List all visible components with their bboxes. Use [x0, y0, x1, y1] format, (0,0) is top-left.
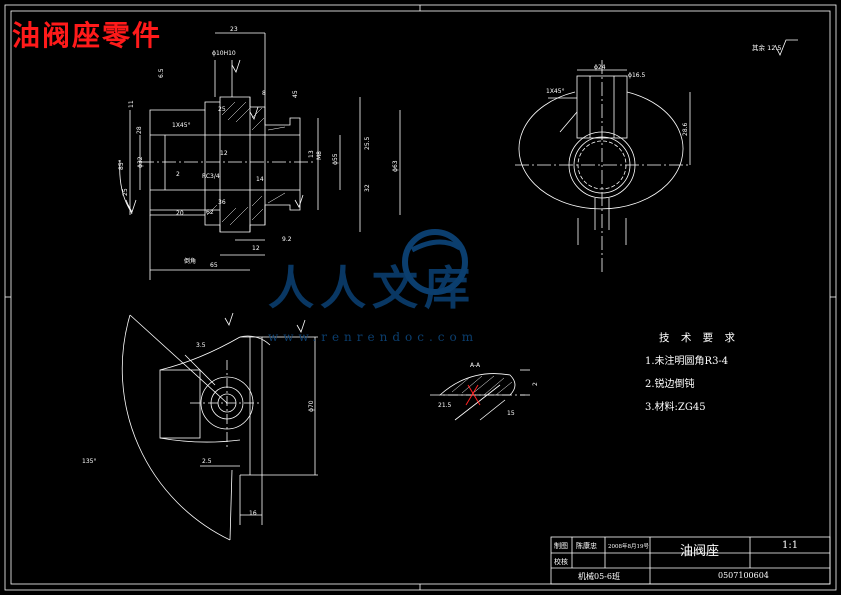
bottom-left-view — [121, 314, 318, 541]
dimension-label: ϕ24 — [594, 64, 606, 71]
dimension-label: ϕ10H10 — [212, 50, 236, 57]
dimension-label: 14 — [256, 176, 264, 183]
dimension-label: 28.6 — [682, 122, 689, 136]
dimension-label: 16 — [249, 510, 257, 517]
front-section-view — [119, 32, 401, 280]
dimension-label: ϕ16.5 — [628, 72, 646, 79]
dimension-label: 65 — [210, 262, 218, 269]
dimension-label: RC3/4 — [202, 173, 220, 180]
dimension-label: 20 — [176, 210, 184, 217]
dimension-label: 25 — [218, 106, 226, 113]
dimension-label: 11 — [128, 100, 135, 108]
title-block-frame — [550, 536, 831, 585]
side-view — [515, 60, 691, 272]
dimension-label: 6.5 — [158, 68, 165, 78]
dimension-label: 25.5 — [364, 136, 371, 150]
dimension-label: 3.5 — [196, 342, 206, 349]
dimension-label: ϕ32 — [137, 156, 144, 168]
drawing-border — [10, 10, 831, 585]
dimension-label: 135° — [82, 458, 97, 465]
watermark-text: 人人文库 — [268, 261, 476, 315]
dimension-label: 45 — [292, 90, 299, 98]
dimension-label: ϕ70 — [308, 400, 315, 412]
section-marker — [465, 384, 481, 406]
dimension-label: 2.5 — [202, 458, 212, 465]
requirement-item: 1.未注明圆角R3-4 — [645, 356, 729, 367]
class-name: 机械05-6班 — [578, 572, 620, 581]
technical-requirements-heading: 技 术 要 求 — [659, 332, 740, 344]
dimension-label: 12 — [220, 150, 228, 157]
dimension-label: 36 — [218, 199, 226, 206]
dimension-label: 2 — [176, 171, 180, 178]
dimension-label: 9.2 — [282, 236, 292, 243]
dimension-label: 28 — [136, 126, 143, 134]
general-roughness-note: 其余 12.5 — [752, 44, 782, 52]
dimension-label: 13 — [308, 150, 315, 158]
dimension-label: 1X45° — [172, 122, 191, 129]
section-a-a — [430, 369, 530, 421]
dimension-label: 15 — [507, 410, 515, 417]
drawing-number: 0507100604 — [718, 571, 769, 580]
page-title: 油阀座零件 — [12, 19, 163, 52]
dimension-label: ϕ63 — [392, 160, 399, 172]
dimension-label: 1X45° — [546, 88, 565, 95]
checked-label: 校核 — [554, 558, 568, 566]
dimension-label: 32 — [364, 184, 371, 192]
watermark-url: www.renrendoc.com — [268, 330, 479, 344]
dimension-label: M8 — [316, 151, 323, 160]
drawing-date: 2008年8月19号 — [608, 544, 649, 550]
drawing-scale: 1:1 — [782, 540, 799, 551]
dimension-label: 8 — [262, 90, 266, 97]
dimension-label: 12 — [252, 245, 260, 252]
part-name: 油阀座 — [680, 544, 720, 559]
dimension-label: 25 — [122, 188, 129, 196]
roughness-symbols — [127, 39, 798, 333]
watermark-logo — [402, 229, 468, 295]
drawn-label: 制图 — [554, 542, 568, 550]
dimension-label: 62 — [206, 209, 214, 216]
section-label: A-A — [470, 362, 481, 369]
dimension-label: ϕ55 — [332, 153, 339, 165]
dimension-label: 2 — [532, 382, 539, 386]
dimension-label: 倒角 — [184, 258, 197, 265]
requirement-item: 2.锐边倒钝 — [645, 379, 695, 390]
requirement-item: 3.材料:ZG45 — [645, 402, 706, 413]
technical-requirements: 技 术 要 求 1.未注明圆角R3-4 2.锐边倒钝 3.材料:ZG45 — [645, 330, 739, 421]
drawing-frame — [4, 4, 837, 591]
dimension-label: 23 — [230, 26, 238, 33]
dimension-label: 21.5 — [438, 402, 452, 409]
dimension-label: 85° — [118, 159, 125, 170]
drawn-by: 陈康忠 — [576, 542, 597, 550]
